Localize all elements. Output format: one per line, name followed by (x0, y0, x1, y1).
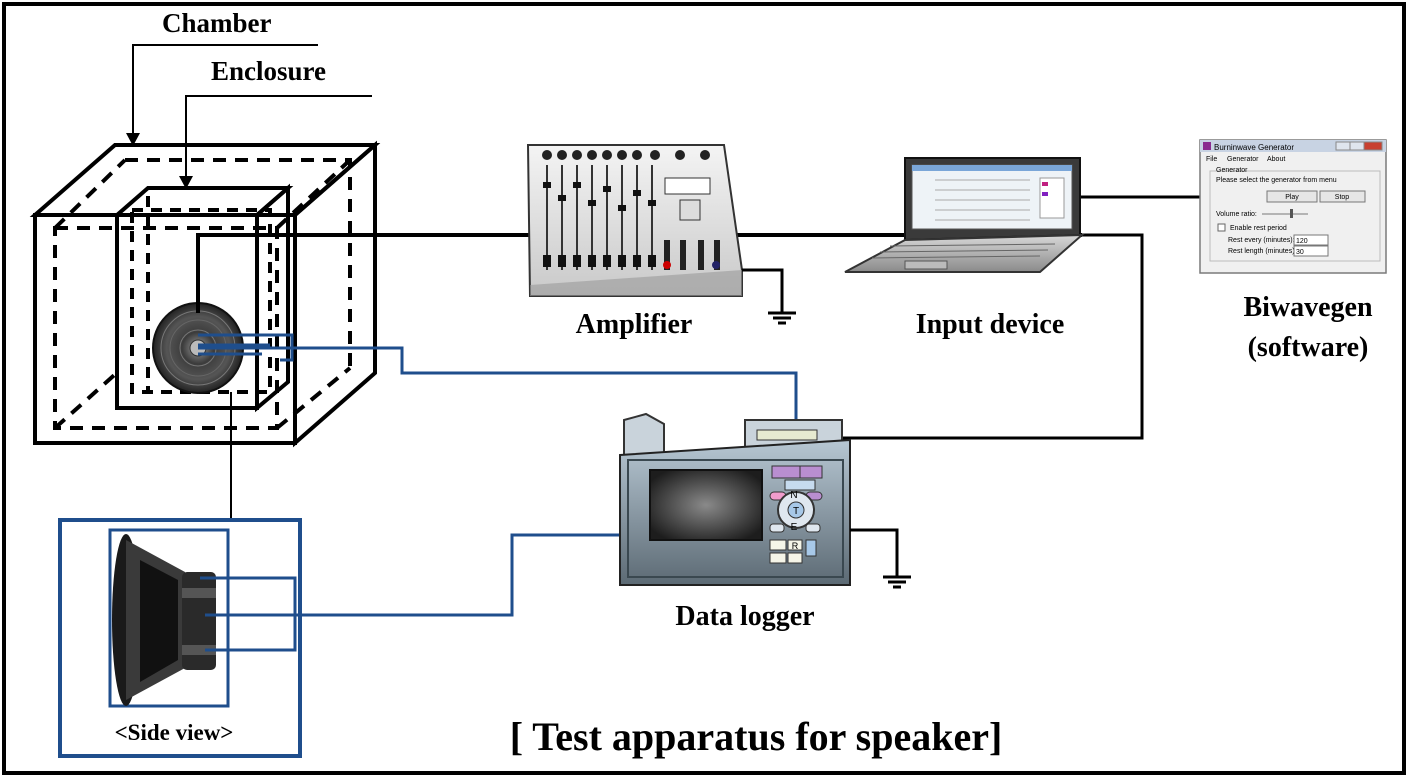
chamber-arrowhead (126, 133, 140, 146)
app-icon (1203, 142, 1211, 150)
rest-length-label: Rest length (minutes): (1228, 248, 1297, 255)
laptop-device (844, 157, 1085, 273)
logger-screen (649, 469, 763, 541)
maximize-button[interactable] (1349, 141, 1365, 151)
software-label-line1: Biwavegen (1243, 292, 1373, 323)
rest-length-field[interactable] (1293, 245, 1329, 257)
rest-period-checkbox[interactable] (1217, 223, 1226, 232)
laptop-logger-wire (842, 233, 1144, 440)
menu-file[interactable]: File (1206, 156, 1217, 163)
rest-every-value: 120 (1296, 238, 1308, 245)
play-button-label: Play (1285, 194, 1299, 201)
chamber-leader-line (132, 44, 318, 140)
figure-caption: [ Test apparatus for speaker] (510, 714, 1003, 759)
rest-length-value: 30 (1296, 249, 1304, 256)
software-window: Burninwave Generator File Generator Abou… (1199, 139, 1387, 274)
play-button[interactable] (1266, 190, 1318, 203)
input-device-label: Input device (916, 309, 1065, 340)
amplifier-ground-symbol (742, 268, 796, 325)
data-logger-label: Data logger (675, 601, 814, 632)
speaker-amplifier-wire (196, 233, 1082, 313)
sensor-wires-front (198, 333, 798, 434)
enclosure-arrowhead (179, 176, 193, 189)
side-view-label: <Side view> (115, 720, 234, 745)
close-button[interactable] (1363, 141, 1383, 151)
rest-every-field[interactable] (1293, 234, 1329, 246)
generator-prompt: Please select the generator from menu (1216, 177, 1337, 184)
menu-generator[interactable]: Generator (1227, 156, 1259, 163)
key-e: E (791, 522, 798, 533)
volume-label: Volume ratio: (1216, 211, 1257, 218)
speaker-side-profile (112, 534, 216, 706)
amplifier-device (526, 144, 743, 297)
rest-period-label: Enable rest period (1230, 225, 1287, 232)
software-label-line2: (software) (1248, 332, 1369, 363)
menu-about[interactable]: About (1267, 156, 1285, 163)
enclosure-label: Enclosure (211, 56, 326, 86)
key-t: T (793, 506, 799, 517)
chamber-label: Chamber (162, 8, 272, 38)
minimize-button[interactable] (1335, 141, 1351, 151)
data-logger-device: N T E R (619, 412, 851, 586)
enclosure-leader-line (185, 95, 372, 183)
key-n: N (790, 490, 797, 501)
rest-every-label: Rest every (minutes): (1228, 237, 1295, 244)
stop-button[interactable] (1319, 190, 1366, 203)
side-view-panel: <Side view> (58, 518, 302, 758)
generator-group-label: Generator (1216, 167, 1248, 174)
software-title: Burninwave Generator (1214, 143, 1294, 152)
sensor-wires-side (200, 576, 297, 652)
key-r: R (792, 541, 799, 551)
volume-slider-thumb[interactable] (1290, 209, 1293, 218)
amplifier-label: Amplifier (576, 309, 693, 340)
logger-ground-symbol (850, 528, 911, 589)
terminal-block (756, 429, 818, 441)
sideview-logger-wire (295, 533, 620, 617)
stop-button-label: Stop (1335, 194, 1350, 201)
